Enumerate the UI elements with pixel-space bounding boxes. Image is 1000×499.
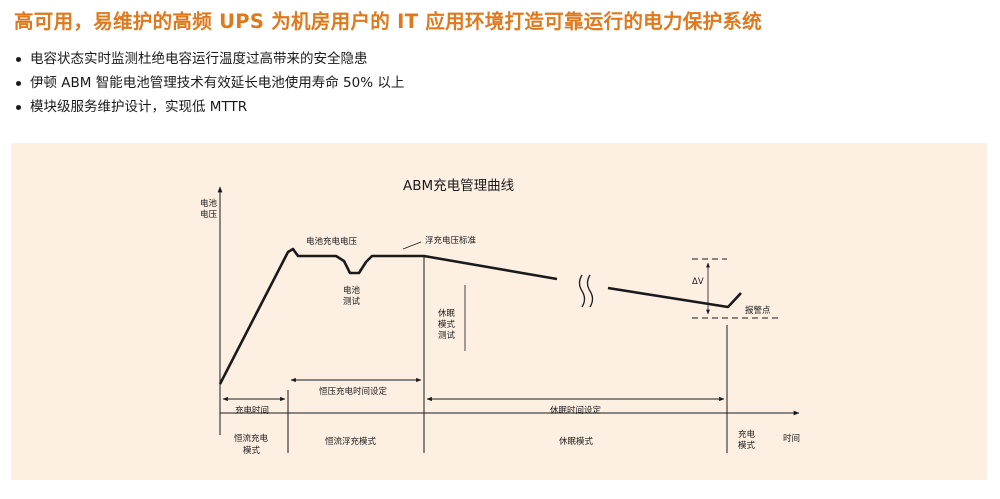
diagram-title: ABM充电管理曲线 <box>403 178 514 194</box>
abm-charge-curve-diagram: ABM充电管理曲线 电池 电压 时间 电池充电电压 浮充电压标准 电池 测试 休… <box>200 178 800 456</box>
label-charge-time: 充电时间 <box>235 405 269 416</box>
y-axis-label-line1: 电池 <box>200 198 218 209</box>
label-cc-charge-mode-line1: 恒流充电 <box>234 433 269 444</box>
leader-line <box>402 241 422 250</box>
label-battery-test-line1: 电池 <box>343 285 361 296</box>
label-rest-test-line2: 模式 <box>438 319 456 330</box>
label-rest-test-line3: 测试 <box>438 330 456 341</box>
label-alarm-point: 报警点 <box>745 305 771 316</box>
diagram-panel: ABM充电管理曲线 电池 电压 时间 电池充电电压 浮充电压标准 电池 测试 休… <box>11 143 987 480</box>
label-battery-test-line2: 测试 <box>343 296 361 307</box>
label-rest-time: 休眠时间设定 <box>550 405 602 416</box>
label-cc-float-mode: 恒流浮充模式 <box>325 436 377 447</box>
label-delta-v: ΔV <box>692 277 704 287</box>
label-charge-voltage: 电池充电电压 <box>306 236 358 247</box>
label-charge-mode-line1: 充电 <box>738 429 756 440</box>
feature-item: 伊顿 ABM 智能电池管理技术有效延长电池使用寿命 50% 以上 <box>14 74 404 98</box>
axis-break-mark <box>578 274 586 308</box>
voltage-curve-continued <box>607 286 742 309</box>
label-charge-mode-line2: 模式 <box>738 440 756 451</box>
label-cc-charge-mode-line2: 模式 <box>243 445 261 456</box>
label-float-standard: 浮充电压标准 <box>425 235 477 246</box>
label-cv-charge-time: 恒压充电时间设定 <box>319 386 388 397</box>
feature-list: 电容状态实时监测杜绝电容运行温度过高带来的安全隐患 伊顿 ABM 智能电池管理技… <box>14 50 404 122</box>
voltage-curve <box>218 247 558 385</box>
feature-item: 模块级服务维护设计，实现低 MTTR <box>14 98 404 122</box>
axis-break-mark <box>586 274 594 308</box>
feature-item: 电容状态实时监测杜绝电容运行温度过高带来的安全隐患 <box>14 50 404 74</box>
x-axis-label: 时间 <box>783 433 800 444</box>
y-axis-label-line2: 电压 <box>200 209 218 220</box>
label-rest-test-line1: 休眠 <box>438 308 456 319</box>
headline: 高可用，易维护的高频 UPS 为机房用户的 IT 应用环境打造可靠运行的电力保护… <box>14 10 762 33</box>
label-rest-mode: 休眠模式 <box>559 436 594 447</box>
